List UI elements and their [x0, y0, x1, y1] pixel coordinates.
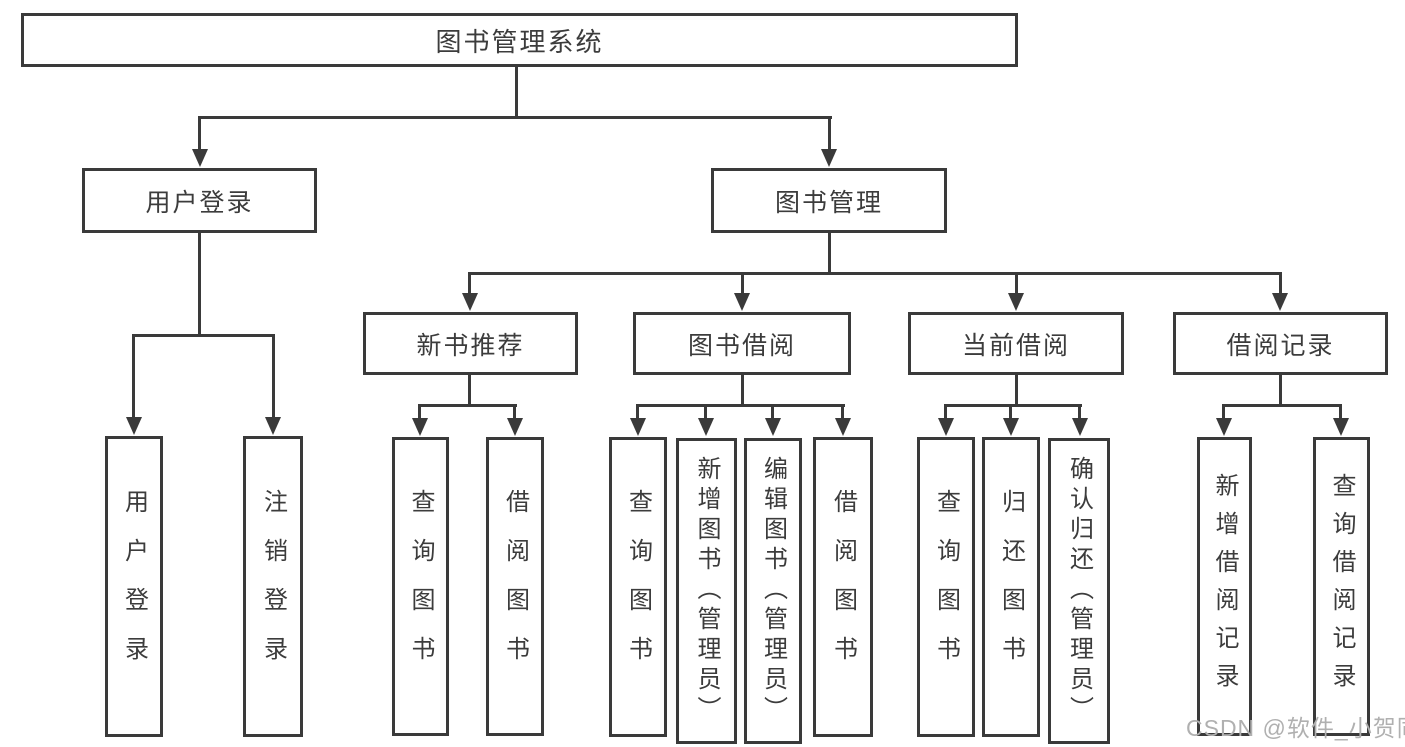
connector-line: [469, 272, 1282, 275]
node-book-borrowing: 图书借阅: [633, 312, 851, 375]
node-borrowing-records: 借阅记录: [1173, 312, 1388, 375]
leaf-logout: 注销登录: [243, 436, 303, 737]
leaf-user-login: 用户登录: [105, 436, 163, 737]
node-label: 新书推荐: [416, 331, 525, 360]
node-label: 借阅图书: [829, 489, 857, 685]
connector-line: [1339, 404, 1342, 421]
node-label: 当前借阅: [961, 331, 1070, 360]
node-label: 借阅记录: [1226, 331, 1335, 360]
arrowhead-icon: [1003, 418, 1019, 436]
leaf-query-borrow-record: 查询借阅记录: [1313, 437, 1370, 736]
node-label: 图书管理系统: [435, 26, 604, 57]
node-label: 查询图书: [932, 489, 960, 685]
connector-line: [1222, 404, 1225, 421]
node-label: 归还图书: [997, 489, 1025, 685]
connector-line: [771, 404, 774, 421]
node-library-management-system: 图书管理系统: [21, 13, 1018, 67]
node-label: 图书管理: [774, 188, 883, 217]
arrowhead-icon: [821, 149, 837, 167]
node-label: 借阅图书: [501, 488, 529, 685]
connector-line: [1279, 272, 1282, 296]
connector-line: [1015, 374, 1018, 407]
connector-line: [132, 334, 275, 337]
node-label: 查询图书: [624, 489, 652, 685]
node-label: 用户登录: [120, 488, 148, 685]
connector-line: [704, 404, 707, 421]
connector-line: [741, 272, 744, 296]
leaf-confirm-return-admin: 确认归还（管理员）: [1048, 438, 1110, 744]
leaf-return-books: 归还图书: [982, 437, 1040, 737]
connector-line: [1222, 404, 1342, 407]
connector-line: [841, 404, 844, 421]
node-label: 查询借阅记录: [1328, 472, 1355, 701]
leaf-borrow-books-recommend: 借阅图书: [486, 437, 544, 736]
arrowhead-icon: [1072, 418, 1088, 436]
connector-line: [468, 374, 471, 407]
connector-line: [741, 374, 744, 407]
arrowhead-icon: [192, 149, 208, 167]
connector-line: [198, 116, 201, 152]
connector-line: [132, 334, 135, 420]
connector-line: [1015, 272, 1018, 296]
connector-line: [418, 404, 421, 421]
connector-line: [468, 272, 471, 296]
connector-line: [828, 231, 831, 275]
leaf-query-books-recommend: 查询图书: [392, 437, 449, 736]
connector-line: [1078, 404, 1081, 421]
node-label: 新增图书（管理员）: [693, 456, 720, 726]
arrowhead-icon: [507, 418, 523, 436]
node-label: 用户登录: [145, 188, 254, 217]
leaf-query-books-current: 查询图书: [917, 437, 975, 737]
arrowhead-icon: [630, 418, 646, 436]
node-current-borrowing: 当前借阅: [908, 312, 1124, 375]
arrowhead-icon: [1008, 293, 1024, 311]
node-label: 编辑图书（管理员）: [759, 456, 787, 726]
connector-line: [198, 231, 201, 337]
arrowhead-icon: [412, 418, 428, 436]
arrowhead-icon: [462, 293, 478, 311]
arrowhead-icon: [1272, 293, 1288, 311]
leaf-borrow-books: 借阅图书: [813, 437, 873, 737]
node-label: 查询图书: [407, 488, 434, 685]
connector-line: [513, 404, 516, 421]
node-label: 注销登录: [259, 488, 287, 685]
arrowhead-icon: [734, 293, 750, 311]
arrowhead-icon: [698, 418, 714, 436]
arrowhead-icon: [765, 418, 781, 436]
csdn-watermark: CSDN @软件_小贺同学: [1186, 715, 1405, 741]
connector-line: [828, 116, 831, 152]
connector-line: [636, 404, 845, 407]
connector-line: [636, 404, 639, 421]
connector-line: [1279, 374, 1282, 407]
node-label: 图书借阅: [687, 331, 796, 360]
arrowhead-icon: [938, 418, 954, 436]
node-book-management: 图书管理: [711, 168, 947, 233]
connector-line: [944, 404, 1082, 407]
node-label: 确认归还（管理员）: [1065, 456, 1093, 726]
node-new-book-recommend: 新书推荐: [363, 312, 578, 375]
node-label: 新增借阅记录: [1211, 472, 1238, 701]
leaf-edit-books-admin: 编辑图书（管理员）: [744, 438, 802, 744]
leaf-add-borrow-record: 新增借阅记录: [1197, 437, 1252, 736]
arrowhead-icon: [265, 417, 281, 435]
arrowhead-icon: [1216, 418, 1232, 436]
connector-line: [198, 116, 832, 119]
arrowhead-icon: [126, 417, 142, 435]
arrowhead-icon: [1333, 418, 1349, 436]
node-user-login: 用户登录: [82, 168, 317, 233]
connector-line: [944, 404, 947, 421]
connector-line: [418, 404, 517, 407]
connector-line: [272, 334, 275, 420]
connector-line: [1009, 404, 1012, 421]
leaf-query-books-borrow: 查询图书: [609, 437, 667, 737]
leaf-add-books-admin: 新增图书（管理员）: [676, 438, 737, 744]
connector-line: [515, 66, 518, 119]
arrowhead-icon: [835, 418, 851, 436]
